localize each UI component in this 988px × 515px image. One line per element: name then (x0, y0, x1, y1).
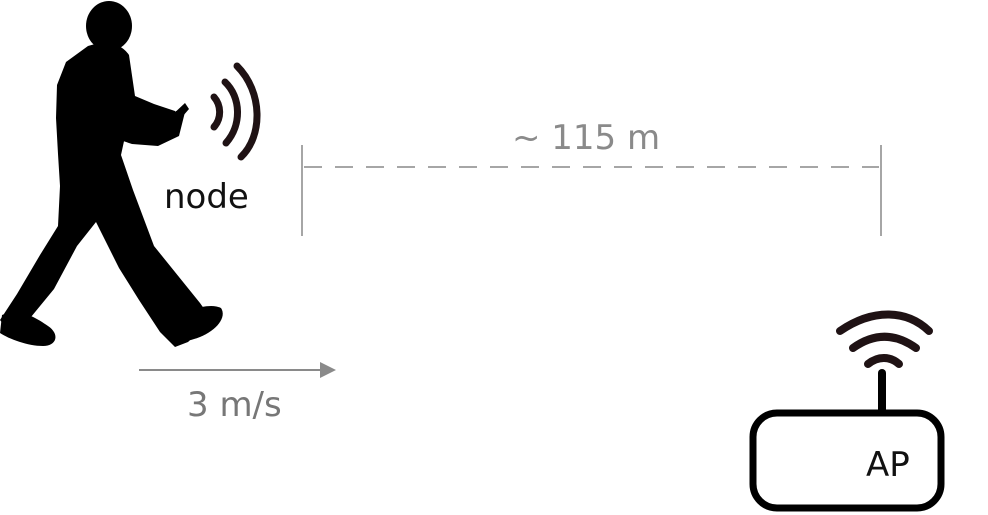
distance-label: ~ 115 m (512, 118, 661, 158)
distance-indicator (301, 145, 882, 236)
phone-signal-waves-icon (210, 62, 261, 161)
walking-person-icon (0, 1, 223, 347)
wifi-signal-icon (836, 310, 933, 368)
router-icon (749, 369, 945, 512)
speed-arrow (139, 362, 336, 378)
speed-label: 3 m/s (187, 385, 282, 425)
node-label: node (164, 177, 249, 217)
access-point-label: AP (866, 445, 910, 485)
